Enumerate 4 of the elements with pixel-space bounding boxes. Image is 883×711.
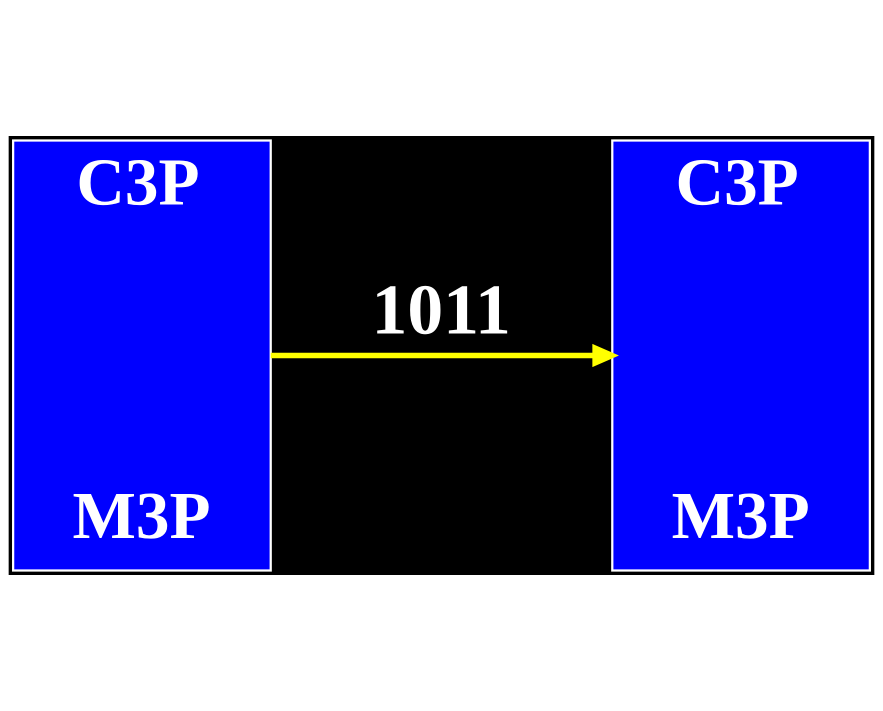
node-box: C3P M3P (12, 139, 272, 572)
arrow (270, 344, 619, 368)
edge-label: 1011 (372, 269, 511, 350)
node-box: C3P M3P (611, 139, 871, 572)
